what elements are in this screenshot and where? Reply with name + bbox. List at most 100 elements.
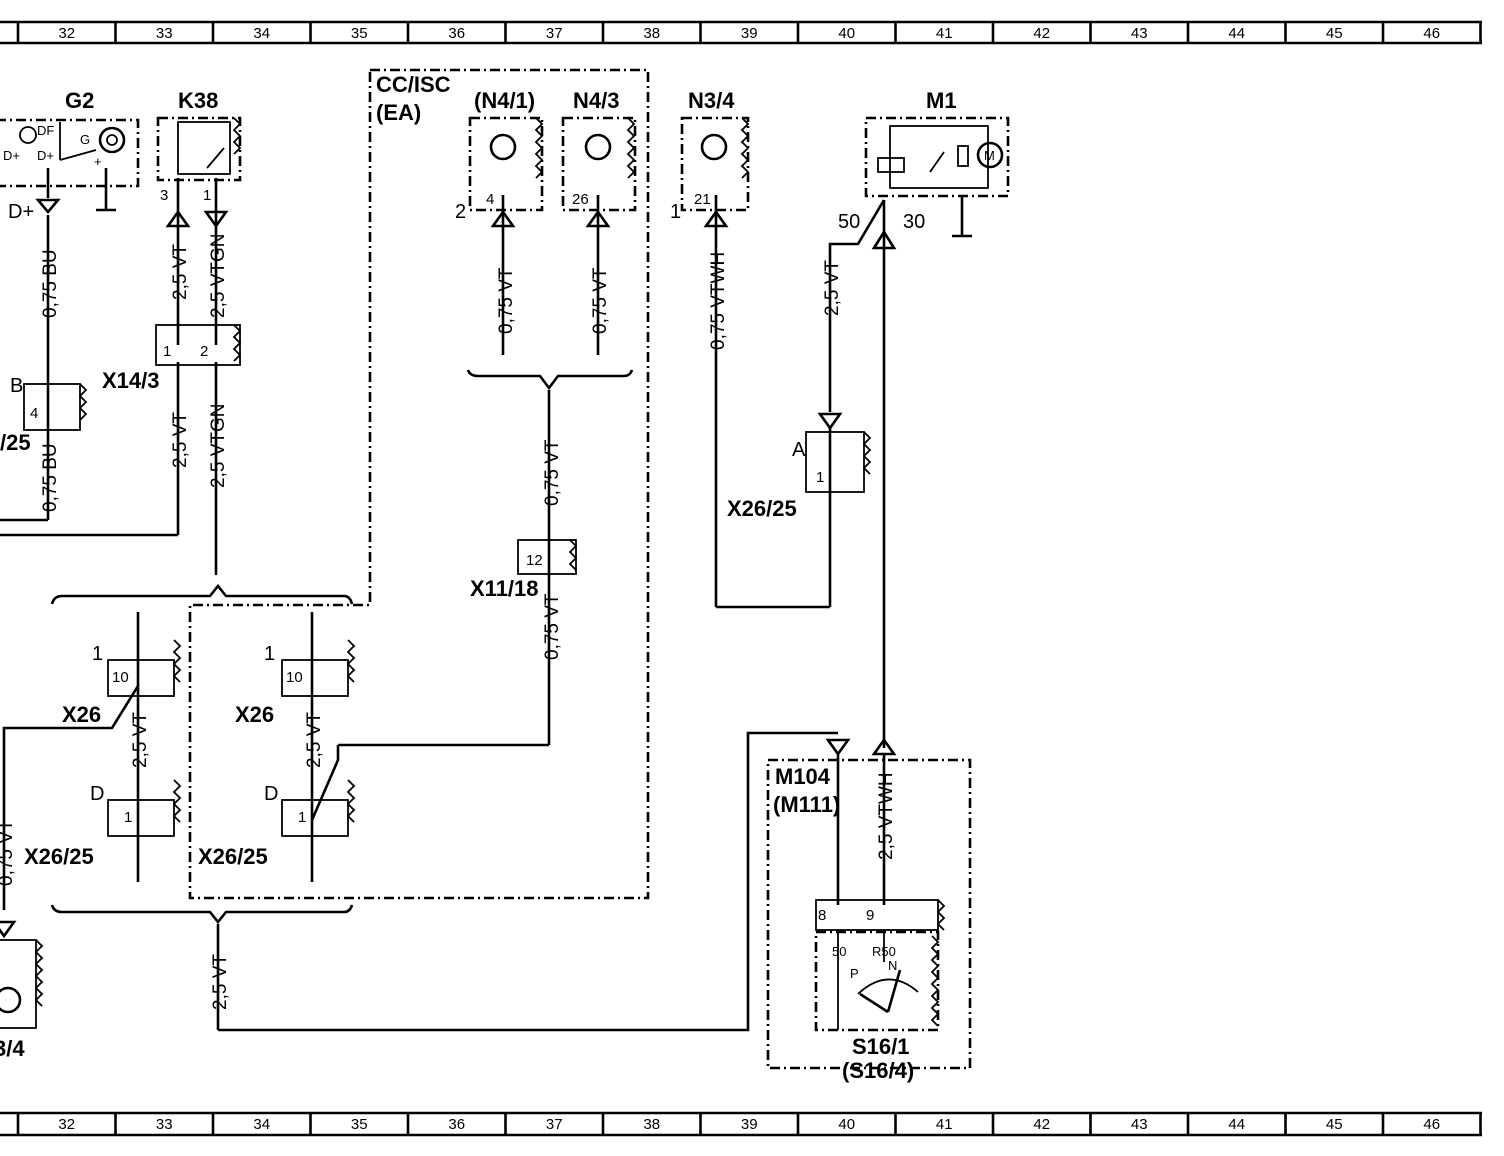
- top-ruler-number: 35: [351, 25, 368, 42]
- svg-text:0,75 VT: 0,75 VT: [542, 593, 563, 660]
- svg-text:D: D: [264, 783, 278, 805]
- top-ruler-number: 34: [253, 25, 270, 42]
- component-n4-1: (N4/1) 2 4: [455, 88, 544, 355]
- top-ruler-number: 42: [1033, 25, 1050, 42]
- svg-text:2,5 VTGN: 2,5 VTGN: [208, 234, 229, 318]
- svg-text:0,75 VT: 0,75 VT: [0, 819, 17, 886]
- connector-x26-right: 1 10 X26 D 1 X26/25: [198, 612, 356, 882]
- svg-text:X26/25: X26/25: [727, 496, 797, 521]
- svg-text:(S16/4): (S16/4): [842, 1058, 914, 1083]
- bottom-ruler-number: 38: [643, 1116, 660, 1133]
- svg-text:12: 12: [526, 552, 543, 569]
- top-ruler-number: 36: [448, 25, 465, 42]
- svg-text:CC/ISC: CC/ISC: [376, 72, 451, 97]
- svg-text:A: A: [792, 439, 806, 461]
- svg-text:N4/3: N4/3: [573, 88, 619, 113]
- svg-text:10: 10: [286, 669, 303, 686]
- bottom-ruler-number: 33: [156, 1116, 173, 1133]
- component-k38: K38 3 1: [156, 88, 242, 345]
- svg-text:M1: M1: [926, 88, 957, 113]
- svg-text:0,75 VT: 0,75 VT: [590, 267, 611, 334]
- svg-text:0,75 VTWH: 0,75 VTWH: [708, 252, 729, 350]
- svg-text:D+: D+: [3, 148, 20, 163]
- bottom-ruler-number: 37: [546, 1116, 563, 1133]
- brace-lower: [50, 904, 354, 925]
- svg-text:/25: /25: [0, 430, 31, 455]
- bottom-ruler-number: 35: [351, 1116, 368, 1133]
- svg-text:2,5 VT: 2,5 VT: [170, 244, 191, 300]
- top-ruler-number: 37: [546, 25, 563, 42]
- bottom-ruler-number: 40: [838, 1116, 855, 1133]
- wire-labels: 0,75 BU 0,75 BU 2,5 VT 2,5 VTGN 2,5 VT 2…: [0, 234, 897, 1010]
- svg-text:(EA): (EA): [376, 100, 421, 125]
- component-n3-4-partial: 3/4: [0, 920, 44, 1061]
- svg-text:10: 10: [112, 669, 129, 686]
- svg-text:26: 26: [572, 191, 589, 208]
- top-ruler-number: 39: [741, 25, 758, 42]
- svg-text:1: 1: [92, 643, 103, 665]
- top-ruler-number: 41: [936, 25, 953, 42]
- svg-text:0,75 VT: 0,75 VT: [496, 267, 517, 334]
- brace-upper: [50, 583, 354, 605]
- bottom-ruler-number: 41: [936, 1116, 953, 1133]
- svg-text:50: 50: [838, 211, 860, 233]
- svg-text:X14/3: X14/3: [102, 368, 160, 393]
- svg-text:D: D: [90, 783, 104, 805]
- svg-text:0,75 BU: 0,75 BU: [40, 249, 61, 318]
- connector-x26-25-right: A 1 X26/25: [727, 412, 872, 607]
- top-ruler-number: 33: [156, 25, 173, 42]
- svg-text:4: 4: [30, 405, 38, 422]
- top-ruler-number: 43: [1131, 25, 1148, 42]
- bottom-ruler-number: 46: [1423, 1116, 1440, 1133]
- svg-text:1: 1: [264, 643, 275, 665]
- svg-text:1: 1: [203, 187, 211, 204]
- svg-text:50: 50: [832, 944, 846, 959]
- component-m104: M104 (M111) 8 9 50 R50 P N S16/1 (S16/4): [766, 754, 972, 1083]
- svg-text:M: M: [984, 148, 995, 163]
- bottom-ruler-number: 44: [1228, 1116, 1245, 1133]
- svg-text:(M111): (M111): [773, 792, 840, 817]
- bottom-ruler-number: 36: [448, 1116, 465, 1133]
- top-ruler-number: 40: [838, 25, 855, 42]
- bottom-ruler-number: 45: [1326, 1116, 1343, 1133]
- component-n3-4: N3/4 1 21: [670, 88, 830, 609]
- bottom-ruler-number: 39: [741, 1116, 758, 1133]
- bottom-ruler-number: 34: [253, 1116, 270, 1133]
- top-ruler-number: 44: [1228, 25, 1245, 42]
- svg-text:B: B: [10, 375, 23, 397]
- left-bu-wire: B 4 /25: [0, 215, 88, 522]
- svg-text:2,5 VT: 2,5 VT: [170, 412, 191, 468]
- svg-text:2,5 VT: 2,5 VT: [822, 260, 843, 316]
- svg-text:1: 1: [670, 201, 681, 223]
- svg-text:2: 2: [200, 343, 208, 360]
- svg-text:K38: K38: [178, 88, 218, 113]
- svg-text:X26/25: X26/25: [198, 844, 268, 869]
- svg-text:(N4/1): (N4/1): [474, 88, 535, 113]
- svg-text:2,5 VTWH: 2,5 VTWH: [876, 772, 897, 860]
- svg-text:S16/1: S16/1: [852, 1034, 910, 1059]
- svg-text:21: 21: [694, 191, 711, 208]
- g2-label: G2: [65, 88, 94, 113]
- svg-text:G: G: [80, 132, 90, 147]
- svg-text:2,5 VT: 2,5 VT: [210, 954, 231, 1010]
- svg-text:3: 3: [160, 187, 168, 204]
- svg-text:0,75 VT: 0,75 VT: [542, 439, 563, 506]
- svg-text:D+: D+: [37, 148, 54, 163]
- svg-text:N3/4: N3/4: [688, 88, 735, 113]
- svg-text:8: 8: [818, 907, 826, 924]
- svg-text:1: 1: [298, 809, 306, 826]
- top-ruler-number: 38: [643, 25, 660, 42]
- top-ruler-number: 46: [1423, 25, 1440, 42]
- svg-text:1: 1: [816, 469, 824, 486]
- svg-text:P: P: [850, 966, 859, 981]
- cc-isc-box: CC/ISC (EA): [188, 68, 650, 900]
- svg-text:4: 4: [486, 191, 494, 208]
- svg-text:X26: X26: [62, 702, 101, 727]
- svg-text:N: N: [888, 958, 897, 973]
- svg-text:3/4: 3/4: [0, 1036, 25, 1061]
- component-m1: M1 M 50 30: [828, 88, 1010, 748]
- connector-x11-18: 12 X11/18: [470, 539, 578, 601]
- svg-text:9: 9: [866, 907, 874, 924]
